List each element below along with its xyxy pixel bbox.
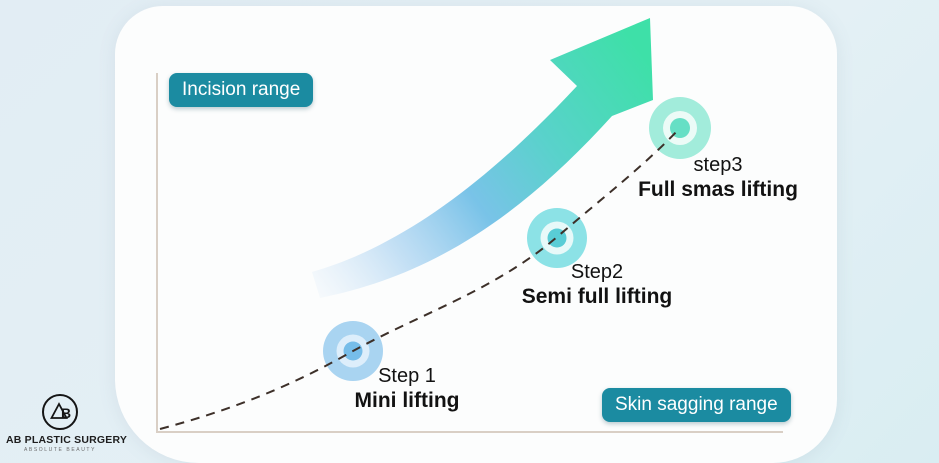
step2-label: Step2 — [570, 261, 624, 283]
step2-marker — [527, 208, 587, 268]
skin-sagging-range-badge: Skin sagging range — [602, 388, 791, 422]
ab-monogram-icon: B — [42, 394, 78, 430]
step1-label-block: Step 1 Mini lifting — [307, 365, 507, 414]
growth-arrow — [312, 18, 653, 298]
svg-text:B: B — [61, 405, 71, 421]
step3-name: Full smas lifting — [638, 178, 798, 201]
incision-range-badge: Incision range — [169, 73, 314, 107]
clinic-name: AB PLASTIC SURGERY — [6, 434, 128, 446]
trend-dashed-line — [159, 129, 679, 430]
clinic-logo: B AB PLASTIC SURGERY ABSOLUTE BEAUTY — [6, 392, 128, 453]
step1-label: Step 1 — [378, 365, 436, 387]
clinic-tagline: ABSOLUTE BEAUTY — [23, 447, 97, 453]
step3-label: step3 — [693, 154, 743, 176]
step1-name: Mini lifting — [354, 389, 460, 412]
step3-label-block: step3 Full smas lifting — [618, 154, 818, 203]
step2-label-block: Step2 Semi full lifting — [497, 261, 697, 310]
step2-name: Semi full lifting — [521, 285, 673, 308]
